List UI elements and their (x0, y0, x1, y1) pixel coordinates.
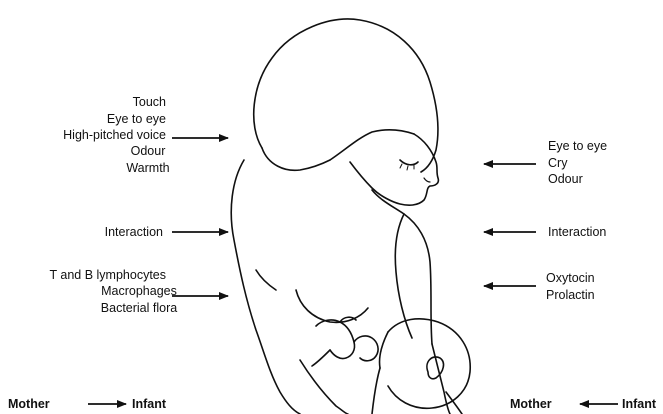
label-eye-to-eye: Eye to eye (63, 111, 166, 128)
label-odour-right: Odour (548, 171, 607, 188)
infant-hand (354, 336, 378, 361)
shoulder-line (372, 190, 432, 344)
label-odour: Odour (106, 143, 190, 160)
label-cry: Cry (548, 155, 607, 172)
legend-left-from: Mother (8, 397, 50, 411)
closed-eye (400, 160, 418, 165)
hair-lower (262, 148, 330, 170)
label-bacterial-flora: Bacterial flora (88, 300, 190, 317)
breast (296, 290, 368, 322)
label-interaction-left: Interaction (105, 224, 163, 241)
label-warmth: Warmth (106, 160, 190, 177)
sensory-stimuli-to-infant: Touch Eye to eye High-pitched voice (63, 94, 166, 144)
label-high-pitched-voice: High-pitched voice (63, 127, 166, 144)
mother-hand (316, 320, 355, 359)
label-lymphocytes: T and B lymphocytes (50, 267, 167, 284)
label-oxytocin: Oxytocin (546, 270, 595, 287)
hormones-to-mother: Oxytocin Prolactin (546, 270, 595, 303)
infant-ear (427, 357, 444, 379)
label-macrophages: Macrophages (88, 283, 190, 300)
legend-right-from: Mother (510, 397, 552, 411)
label-eye-to-eye-right: Eye to eye (548, 138, 607, 155)
infant-head (388, 319, 470, 408)
legend-left-to: Infant (132, 397, 166, 411)
legend-right-to: Infant (622, 397, 656, 411)
label-prolactin: Prolactin (546, 287, 595, 304)
sensory-stimuli-to-mother: Eye to eye Cry Odour (548, 138, 607, 188)
back-line (231, 160, 300, 414)
label-interaction-right: Interaction (548, 224, 606, 241)
sensory-stimuli-to-infant-lower: Odour Warmth (106, 143, 190, 176)
immune-factors-to-infant: T and B lymphocytes (50, 267, 167, 284)
hair-inner (330, 130, 414, 160)
label-touch: Touch (63, 94, 166, 111)
immune-factors-to-infant-lower: Macrophages Bacterial flora (88, 283, 190, 316)
